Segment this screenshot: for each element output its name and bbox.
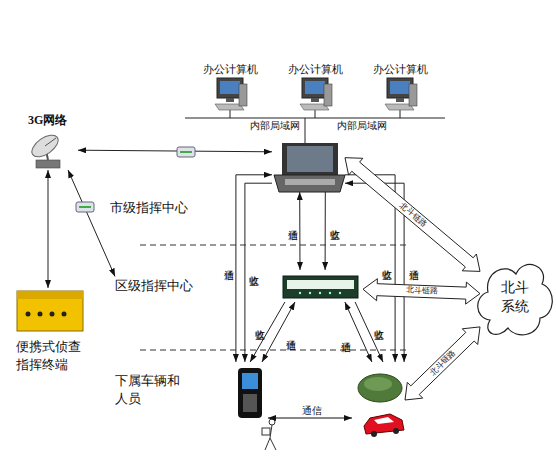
node-box: 下属车辆和人员 xyxy=(115,362,405,457)
server-icon xyxy=(274,143,345,192)
level-divider xyxy=(140,245,410,350)
pc-icon xyxy=(385,78,417,110)
node-box: 办公计算机 xyxy=(283,62,347,112)
modem-icon xyxy=(76,202,94,212)
link-arrow xyxy=(345,158,480,272)
node-label: 北斗系统 xyxy=(500,279,530,317)
vehicle-terminal xyxy=(358,374,402,402)
district-device xyxy=(283,276,358,298)
link-arrow xyxy=(405,327,480,400)
node-label: 办公计算机 xyxy=(198,62,262,77)
connector-line xyxy=(355,302,383,362)
connector-line xyxy=(262,302,295,362)
connector-line xyxy=(245,183,272,362)
connector-line xyxy=(68,170,115,276)
pc-icon xyxy=(300,78,332,110)
modem-icon xyxy=(177,147,195,157)
pc-icon xyxy=(215,78,247,110)
node-box: 便携式侦查指挥终端 xyxy=(10,288,90,373)
node-label: 办公计算机 xyxy=(283,62,347,77)
text-label: 内部局域网 xyxy=(337,120,387,132)
node-label: 便携式侦查指挥终端 xyxy=(16,338,84,373)
connector-line xyxy=(299,192,300,270)
peer-link xyxy=(268,418,352,419)
node-box: 3G网络 xyxy=(28,110,78,170)
text-label: 通信 xyxy=(300,405,324,417)
node-label: 区级指挥中心 xyxy=(115,277,205,295)
text-label: 内部局域网 xyxy=(250,120,300,132)
connector-line xyxy=(345,175,395,362)
link-arrow xyxy=(363,279,480,304)
dish-icon xyxy=(28,131,62,168)
person-icon xyxy=(262,419,276,450)
node-box: 区级指挥中心 xyxy=(115,270,363,302)
node-label: 市级指挥中心 xyxy=(110,199,200,217)
node-label: 3G网络 xyxy=(28,112,84,128)
connector-line xyxy=(325,192,326,270)
car-icon xyxy=(364,414,404,437)
connector-line xyxy=(78,150,272,152)
node-label: 下属车辆和人员 xyxy=(115,372,183,407)
node-box: 办公计算机 xyxy=(368,62,432,112)
cloud-shape xyxy=(478,265,553,335)
node-box: 市级指挥中心 xyxy=(272,143,345,192)
lan-bus xyxy=(185,110,445,143)
portable-terminal xyxy=(17,291,83,331)
connector-line xyxy=(345,302,372,362)
connector-line xyxy=(48,170,49,288)
connector-line xyxy=(345,183,404,362)
handheld-icon xyxy=(238,368,262,418)
node-label: 办公计算机 xyxy=(368,62,432,77)
node-box: 北斗系统 xyxy=(480,264,552,338)
node-box: 办公计算机 xyxy=(198,62,262,112)
